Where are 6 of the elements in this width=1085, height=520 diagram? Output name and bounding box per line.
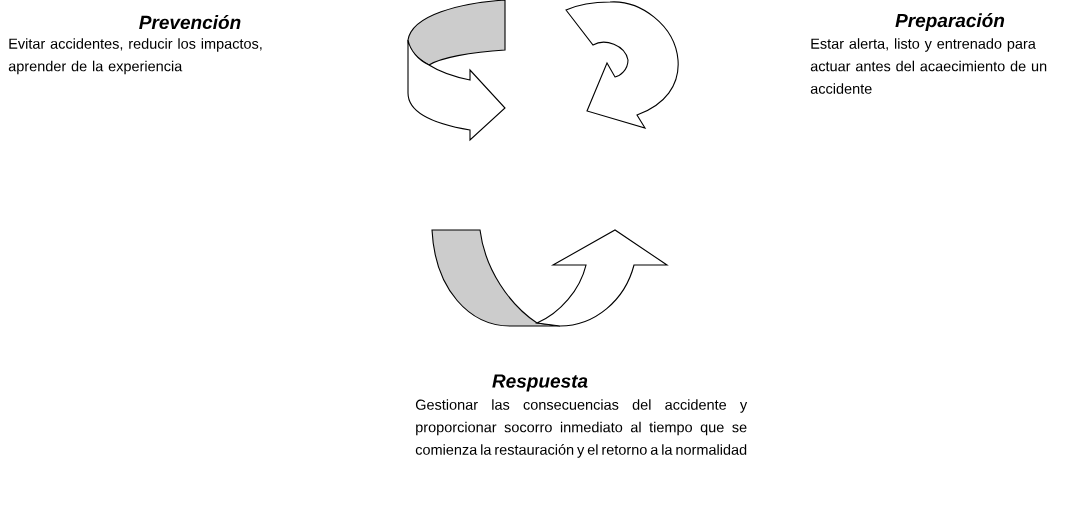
description: Estar alerta, listo y entrenado para actuar antes del acaecimiento de un accidente (810, 38, 1047, 94)
description: Evitar accidentes, reducir los impactos, aprender de la experiencia (8, 38, 262, 75)
heading: Respuesta (492, 374, 588, 392)
heading: Preparación (895, 13, 1005, 31)
heading: Prevención (139, 14, 241, 30)
description: Gestionar las consecuencias del accidente y proporcionar socorro inmediato al tiempo que se comienza la restauración y el retorno a la normalidad (415, 399, 748, 458)
